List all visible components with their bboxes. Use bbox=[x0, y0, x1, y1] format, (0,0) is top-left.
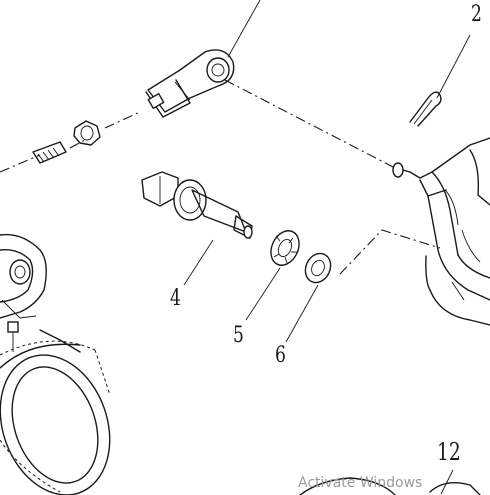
callout-part-4: 4 bbox=[170, 286, 181, 311]
assembly-centerlines bbox=[0, 79, 441, 275]
bottom-fragment bbox=[299, 477, 481, 495]
leader-lines bbox=[183, 0, 471, 495]
lock-washer bbox=[270, 230, 300, 266]
cotter-pin bbox=[409, 91, 442, 127]
carburetor-body bbox=[0, 233, 81, 353]
hex-nut bbox=[73, 120, 101, 146]
flat-washer bbox=[304, 252, 332, 284]
lever-arm bbox=[145, 49, 235, 118]
stepped-shaft bbox=[141, 171, 253, 239]
callout-part-12: 12 bbox=[437, 438, 461, 466]
activation-watermark: Activate Windows bbox=[298, 475, 423, 491]
intake-ring bbox=[0, 340, 111, 495]
callout-part-6: 6 bbox=[275, 343, 286, 368]
callout-part-5: 5 bbox=[233, 323, 244, 348]
throttle-housing bbox=[392, 137, 490, 326]
threaded-stud bbox=[32, 141, 67, 164]
callout-part-2: 2 bbox=[471, 2, 482, 27]
